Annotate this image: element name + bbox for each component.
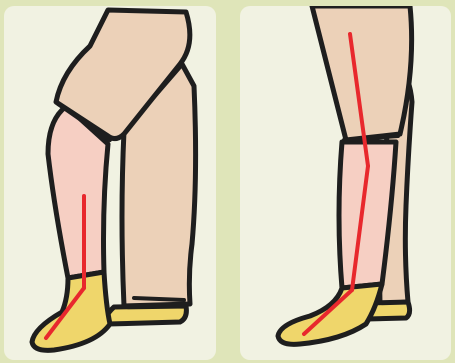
back-trouser-crease [134, 298, 184, 300]
back-sock [106, 306, 186, 324]
right-panel [240, 6, 451, 360]
right-leg-illustration [240, 6, 451, 360]
left-leg-illustration [4, 6, 216, 360]
left-panel [4, 6, 216, 360]
